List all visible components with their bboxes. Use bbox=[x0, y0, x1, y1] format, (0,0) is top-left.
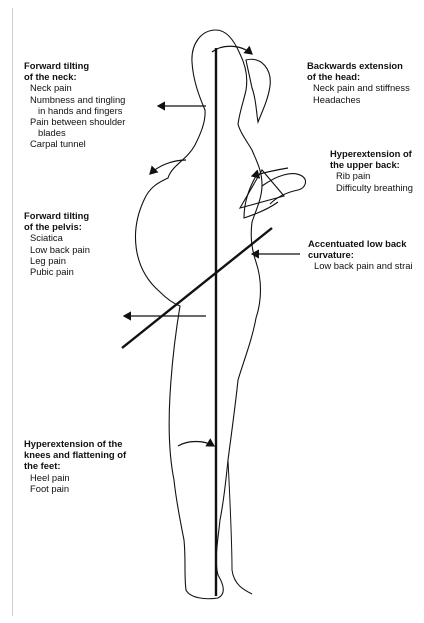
pelvis-tilt-line bbox=[122, 228, 272, 348]
upper-back-item: Difficulty breathing bbox=[330, 182, 413, 193]
neck-item: Numbness and tingling bbox=[24, 94, 125, 105]
head-title-line1: Backwards extension bbox=[307, 60, 410, 71]
knee-arrow bbox=[178, 442, 214, 447]
upper-back-title-line1: Hyperextension of bbox=[330, 148, 413, 159]
rear-leg-outline bbox=[228, 460, 252, 594]
pelvis-title-line1: Forward tilting bbox=[24, 210, 90, 221]
body-outline bbox=[136, 30, 262, 599]
neck-title-line1: Forward tilting bbox=[24, 60, 125, 71]
neck-item: Carpal tunnel bbox=[24, 138, 125, 149]
head-item: Headaches bbox=[307, 94, 410, 105]
neck-item: blades bbox=[24, 127, 125, 138]
knees-title-line1: Hyperextension of the bbox=[24, 438, 126, 449]
knees-title-line3: the feet: bbox=[24, 460, 126, 471]
head-title-line2: of the head: bbox=[307, 71, 410, 82]
arm-outline bbox=[244, 174, 305, 218]
neck-item: Neck pain bbox=[24, 82, 125, 93]
upper-back-label: Hyperextension of the upper back: Rib pa… bbox=[330, 148, 413, 193]
head-extension-arrow bbox=[212, 46, 252, 54]
low-back-title-line2: curvature: bbox=[308, 249, 413, 260]
ponytail bbox=[246, 59, 270, 122]
low-back-title-line1: Accentuated low back bbox=[308, 238, 413, 249]
neck-item: in hands and fingers bbox=[24, 105, 125, 116]
knees-label: Hyperextension of the knees and flatteni… bbox=[24, 438, 126, 494]
upper-back-title-line2: the upper back: bbox=[330, 159, 413, 170]
pelvis-item: Leg pain bbox=[24, 255, 90, 266]
pelvis-label: Forward tilting of the pelvis: Sciatica … bbox=[24, 210, 90, 277]
pelvis-item: Pubic pain bbox=[24, 266, 90, 277]
pelvis-item: Sciatica bbox=[24, 232, 90, 243]
neck-label: Forward tilting of the neck: Neck pain N… bbox=[24, 60, 125, 150]
pelvis-title-line2: of the pelvis: bbox=[24, 221, 90, 232]
knees-item: Foot pain bbox=[24, 483, 126, 494]
pelvis-item: Low back pain bbox=[24, 244, 90, 255]
knees-item: Heel pain bbox=[24, 472, 126, 483]
head-item: Neck pain and stiffness bbox=[307, 82, 410, 93]
neck-title-line2: of the neck: bbox=[24, 71, 125, 82]
low-back-label: Accentuated low back curvature: Low back… bbox=[308, 238, 413, 272]
upper-back-item: Rib pain bbox=[330, 170, 413, 181]
low-back-item: Low back pain and strai bbox=[308, 260, 413, 271]
head-label: Backwards extension of the head: Neck pa… bbox=[307, 60, 410, 105]
neck-item: Pain between shoulder bbox=[24, 116, 125, 127]
knees-title-line2: knees and flattening of bbox=[24, 449, 126, 460]
